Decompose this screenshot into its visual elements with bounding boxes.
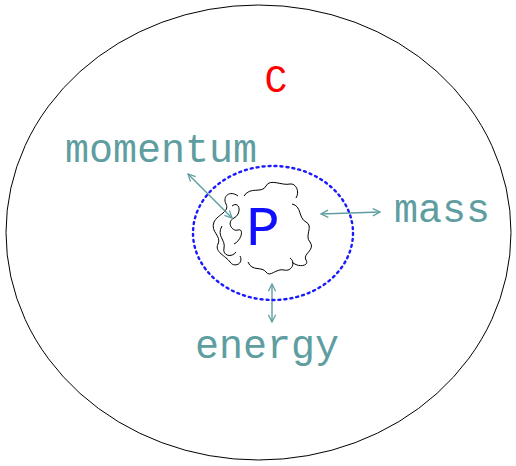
squiggle-lines: [213, 182, 311, 274]
leader-arrow: [188, 174, 232, 218]
leader-arrow: [271, 284, 272, 322]
ellipse-shape: [193, 166, 353, 300]
node-letter-holder: P: [246, 202, 280, 258]
outer-ellipse: CP: [5, 4, 512, 461]
inner-dotted-ellipse: P: [192, 165, 354, 301]
squiggle: [292, 204, 312, 266]
quantity-label-holder: energy: [195, 328, 339, 368]
quantity-label-holder: mass: [394, 192, 490, 232]
squiggle: [220, 226, 236, 255]
node-letter: C: [265, 63, 288, 101]
ellipse-shape: [6, 5, 511, 460]
quantity-label-holder: momentum: [65, 132, 257, 172]
squiggle: [230, 205, 241, 244]
quantity-label: momentum: [65, 132, 257, 172]
leader-arrow: [321, 212, 380, 214]
squiggle: [244, 182, 298, 198]
squiggle: [248, 258, 293, 274]
quantity-label: energy: [195, 328, 339, 368]
node-letter: P: [246, 202, 280, 258]
node-letter-holder: C: [265, 63, 288, 101]
quantity-label: mass: [394, 192, 490, 232]
